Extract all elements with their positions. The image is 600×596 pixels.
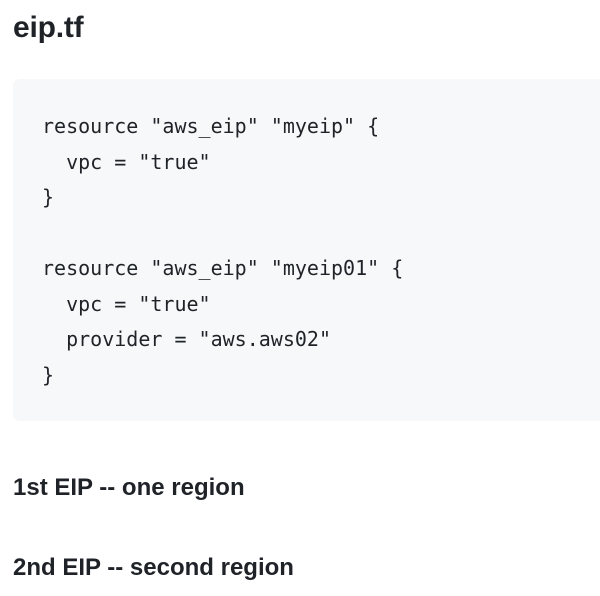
paragraph-first-eip: 1st EIP -- one region	[13, 474, 245, 501]
code-line: vpc = "true"	[42, 149, 211, 174]
paragraph-second-eip: 2nd EIP -- second region	[13, 554, 294, 581]
code-line-blank	[42, 216, 403, 252]
code-line: vpc = "true"	[42, 291, 211, 316]
code-block: resource "aws_eip" "myeip" { vpc = "true…	[13, 79, 600, 421]
code-line: }	[42, 185, 55, 209]
code-line: provider = "aws.aws02"	[42, 327, 331, 351]
code-line: }	[42, 362, 55, 387]
code-line: resource "aws_eip" "myeip" {	[42, 114, 380, 138]
code-line: resource "aws_eip" "myeip01" {	[42, 256, 404, 280]
file-heading: eip.tf	[13, 11, 84, 44]
code-content: resource "aws_eip" "myeip" { vpc = "true…	[42, 109, 403, 393]
